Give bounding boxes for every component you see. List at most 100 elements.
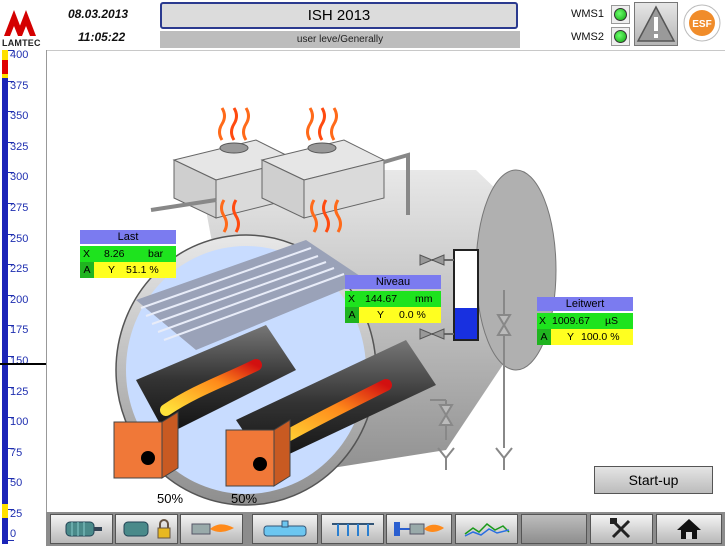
scale-tick-mark [8, 478, 14, 480]
trend-chart-icon [464, 523, 510, 537]
leitwert-y-label: Y [567, 331, 575, 343]
page-title: ISH 2013 [160, 2, 518, 29]
trend-button[interactable] [455, 514, 518, 544]
tank-button[interactable] [252, 514, 318, 544]
scale-tick-label: 375 [10, 79, 29, 92]
niveau-y-label: Y [377, 309, 385, 321]
svg-text:ESF: ESF [692, 19, 711, 30]
burner-left [113, 411, 179, 479]
wms1-indicator [611, 5, 630, 24]
scale-tick-mark [8, 325, 14, 327]
scale-tick-mark [8, 294, 14, 296]
scale-tick-mark [8, 141, 14, 143]
home-button[interactable] [656, 514, 722, 544]
scale-tick-mark [8, 539, 14, 541]
scale-tick-label: 400 [10, 49, 29, 61]
flame-tube-left [136, 325, 296, 435]
heat-exchanger-button[interactable] [321, 514, 384, 544]
wms1-status-icon [614, 8, 627, 21]
burner-icon [191, 523, 234, 535]
motor-icon [65, 521, 102, 537]
load-scale-bar [2, 50, 8, 544]
level-gauge [419, 249, 479, 341]
scale-tick-mark [8, 356, 14, 357]
heat-exchanger-icon [331, 523, 374, 536]
last-y-label: Y [108, 264, 116, 276]
wms2-label: WMS2 [571, 31, 604, 43]
scale-tick-mark [8, 111, 14, 113]
leitwert-x-label: X [539, 315, 547, 327]
last-panel-title[interactable]: Last [80, 230, 176, 244]
niveau-actual-row: X 144.67 mm [345, 291, 441, 307]
tools-icon [609, 518, 630, 539]
scale-tick-label: 175 [10, 324, 29, 337]
niveau-x-unit: mm [415, 293, 433, 305]
scale-tick-label: 350 [10, 110, 29, 123]
scale-tick-label: 225 [10, 263, 29, 276]
wms2-indicator [611, 27, 630, 46]
leitwert-panel-title[interactable]: Leitwert [537, 297, 633, 311]
date-display: 08.03.2013 [68, 7, 129, 21]
scale-tick-mark [8, 417, 14, 419]
last-x-label: X [83, 248, 91, 260]
niveau-a-label: A [345, 307, 359, 323]
scale-tick-label: 0 [10, 527, 17, 540]
scale-tick-label: 275 [10, 202, 29, 214]
warning-triangle-icon [636, 5, 676, 42]
scale-tick-mark [8, 386, 14, 388]
drain-valves [430, 290, 513, 470]
scale-tick-label: 25 [10, 508, 23, 520]
startup-button[interactable]: Start-up [594, 466, 713, 494]
last-x-value: 8.26 [104, 248, 125, 260]
leitwert-actual-row: X 1009.67 µS [537, 313, 633, 329]
burner-button[interactable] [180, 514, 243, 544]
leitwert-x-unit: µS [605, 315, 619, 327]
scale-tick-label: 50 [10, 477, 23, 490]
smoke-tube-bundle [136, 240, 366, 350]
esf-logo: ESF [683, 4, 721, 42]
scale-tick-mark [8, 203, 14, 204]
wms1-label: WMS1 [571, 8, 604, 20]
logo-text: LAMTEC [2, 38, 41, 48]
leitwert-x-value: 1009.67 [552, 315, 590, 327]
home-icon [677, 519, 701, 539]
scale-tick-label: 325 [10, 140, 29, 153]
last-y-value: 51.1 % [126, 264, 159, 276]
boiler-diagram [113, 107, 557, 506]
pump-burner-icon [394, 522, 444, 536]
motor-lock-icon [123, 519, 170, 539]
niveau-x-label: X [348, 293, 356, 305]
wms2-status-icon [614, 30, 627, 43]
warning-button[interactable] [634, 2, 678, 46]
burner-right [225, 419, 291, 487]
scale-tick-label: 200 [10, 293, 29, 306]
motor-lock-button[interactable] [115, 514, 178, 544]
scale-yellow-bottom [2, 504, 8, 518]
reversing-chambers [150, 139, 410, 219]
niveau-x-value: 144.67 [365, 293, 398, 305]
scale-tick-mark [8, 80, 14, 82]
scale-tick-label: 250 [10, 232, 29, 245]
user-level-label[interactable]: user leve/Generally [160, 31, 520, 48]
tools-button[interactable] [590, 514, 653, 544]
scale-tick-label: 100 [10, 416, 29, 429]
scale-level-marker [0, 363, 46, 365]
motor-button[interactable] [50, 514, 113, 544]
last-actual-row: X 8.26 bar [80, 246, 176, 262]
time-display: 11:05:22 [78, 30, 126, 44]
leitwert-a-label: A [537, 329, 551, 345]
burner-right-percent: 50% [231, 491, 258, 506]
scale-tick-mark [8, 233, 14, 235]
heat-waves [218, 107, 342, 233]
niveau-panel-title[interactable]: Niveau [345, 275, 441, 289]
scale-tick-mark [8, 264, 14, 266]
niveau-y-value: 0.0 % [399, 309, 426, 321]
niveau-output-row: A Y 0.0 % [345, 307, 441, 323]
last-output-row: A Y 51.1 % [80, 262, 176, 278]
pump-burner-button[interactable] [386, 514, 452, 544]
tank-icon [263, 520, 307, 537]
scale-tick-label: 300 [10, 171, 29, 184]
blank-button[interactable] [521, 514, 587, 544]
scale-tick-label: 75 [10, 446, 23, 459]
last-x-unit: bar [148, 248, 164, 260]
